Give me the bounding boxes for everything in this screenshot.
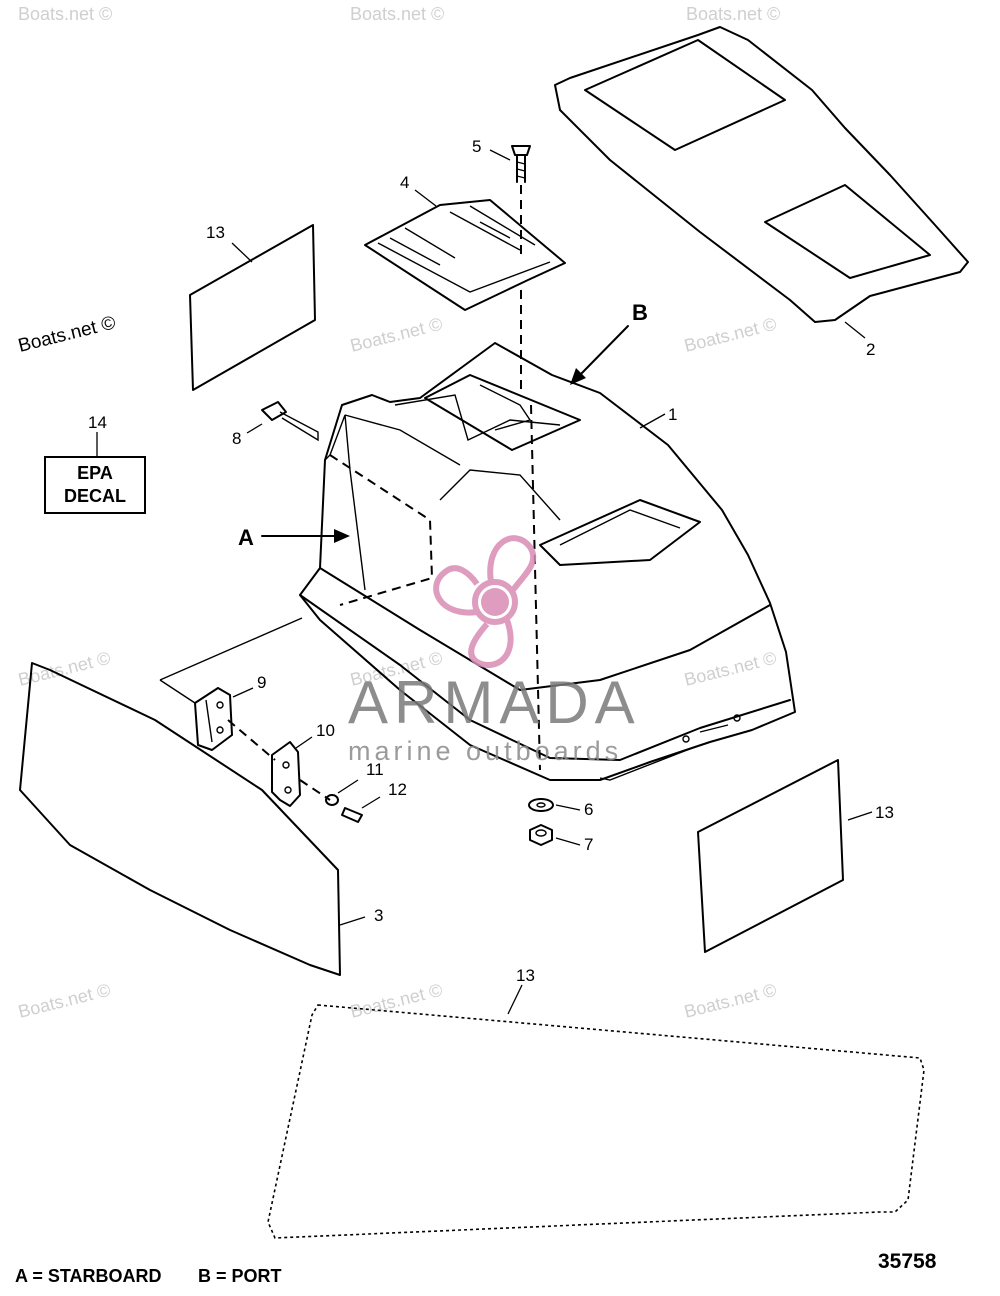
part-3-side-decal	[19, 662, 366, 976]
epa-decal-line2: DECAL	[64, 486, 126, 506]
callout-13: 13	[875, 803, 894, 822]
view-arrows	[261, 325, 629, 543]
callout-labels: 1 2 3 4 5 6 7 8 9 10 11 12 13 13 13 14	[88, 137, 894, 985]
part-10-latch-plate	[227, 719, 331, 807]
watermark: Boats.net ©	[682, 648, 778, 690]
callout-6: 6	[584, 800, 593, 819]
watermark: Boats.net ©	[682, 980, 778, 1022]
legend-starboard: A = STARBOARD	[15, 1266, 162, 1286]
armada-logo: ARMADA marine outboards	[348, 535, 641, 766]
watermark: Boats.net ©	[686, 4, 780, 24]
logo-tagline: marine outboards	[348, 736, 622, 766]
figure-number: 35758	[878, 1250, 937, 1273]
part-1-cowl	[299, 290, 796, 781]
callout-9: 9	[257, 673, 266, 692]
watermark: Boats.net ©	[348, 314, 444, 356]
callout-5: 5	[472, 137, 481, 156]
part-7-nut	[529, 824, 581, 846]
part-13-decal-upper-left	[189, 224, 316, 391]
part-5-screw	[489, 145, 531, 260]
callout-3: 3	[374, 906, 383, 925]
watermark: Boats.net ©	[18, 4, 112, 24]
part-13-decal-right	[697, 759, 873, 953]
callout-4: 4	[400, 173, 409, 192]
callout-8: 8	[232, 429, 241, 448]
part-8-bolt	[246, 401, 319, 442]
watermark: Boats.net ©	[350, 4, 444, 24]
watermark: Boats.net ©	[348, 980, 444, 1022]
watermark: Boats.net ©	[682, 314, 778, 356]
watermark-dark: Boats.net ©	[16, 312, 118, 356]
part-14-epa-decal	[44, 432, 146, 514]
part-11-washer	[325, 779, 359, 806]
legend-port: B = PORT	[198, 1266, 282, 1286]
watermark: Boats.net ©	[16, 980, 112, 1022]
view-label-a: A	[238, 525, 254, 550]
callout-11: 11	[366, 760, 384, 779]
part-12-screw	[341, 796, 381, 823]
part-4-plate	[364, 189, 566, 311]
callout-13: 13	[206, 223, 225, 242]
part-13-decal-bottom	[267, 984, 925, 1239]
part-6-washer	[528, 798, 581, 812]
callout-10: 10	[316, 721, 335, 740]
callout-14: 14	[88, 413, 107, 432]
callout-1: 1	[668, 405, 677, 424]
view-label-b: B	[632, 300, 648, 325]
callout-13: 13	[516, 966, 535, 985]
part-9-latch	[159, 617, 303, 751]
callout-7: 7	[584, 835, 593, 854]
callout-12: 12	[388, 780, 407, 799]
part-2-top-decal	[554, 26, 969, 339]
logo-word: ARMADA	[348, 669, 641, 736]
callout-2: 2	[866, 340, 875, 359]
propeller-icon	[433, 535, 537, 669]
epa-decal-line1: EPA	[77, 463, 113, 483]
